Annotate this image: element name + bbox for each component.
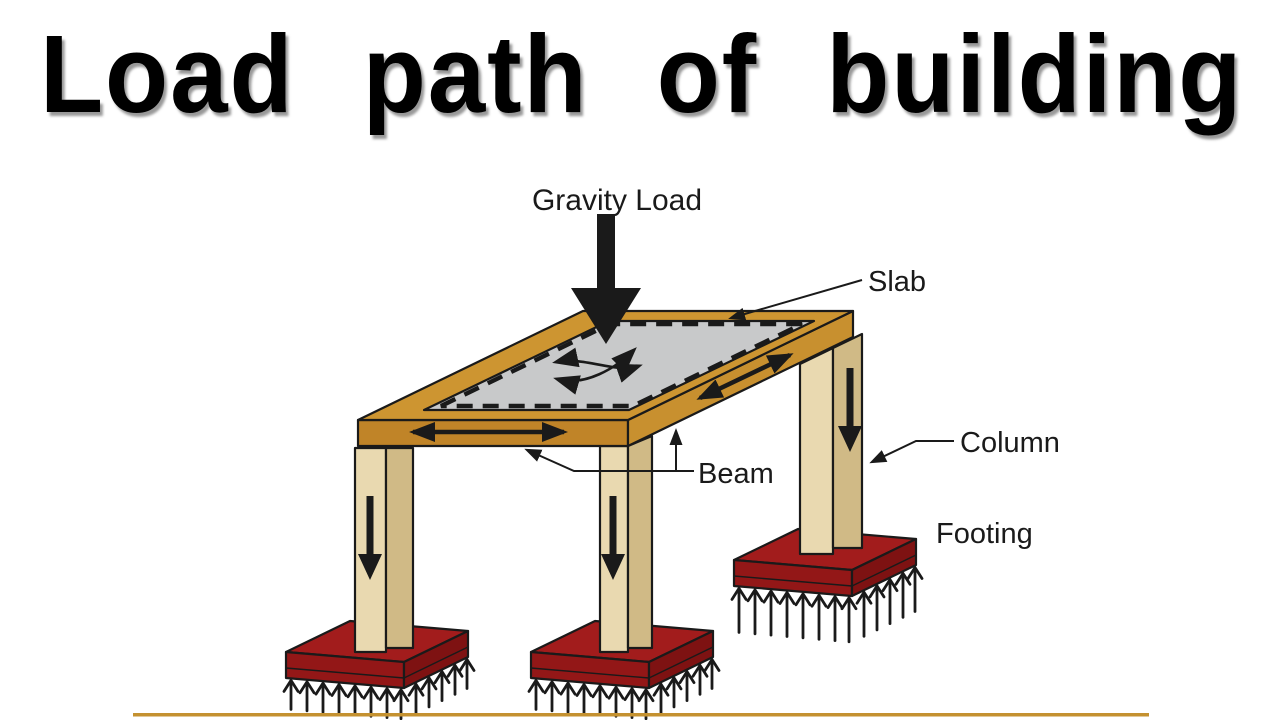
column-side-face — [384, 446, 415, 650]
column-load-arrow-right — [838, 368, 862, 452]
column-load-arrows — [358, 368, 862, 580]
footing-seam — [285, 667, 405, 679]
page-title: Load path of building — [40, 13, 1244, 136]
footing-label: Footing — [936, 518, 1033, 550]
footing-side-face — [647, 629, 715, 690]
slab-label: Slab — [868, 266, 926, 298]
beam-load-arrow-right — [696, 352, 794, 401]
column-side-face — [626, 434, 654, 650]
footing-side-face — [402, 629, 470, 690]
gravity-load-label: Gravity Load — [532, 184, 702, 217]
footing-seam — [648, 646, 714, 679]
footing-seam — [403, 646, 469, 679]
slab-load-arrows — [552, 347, 643, 395]
footing-seam — [733, 575, 853, 587]
footing-seam — [851, 554, 917, 587]
beam-leader-arrow — [524, 448, 694, 472]
column-left — [353, 446, 415, 654]
column-middle — [598, 434, 654, 654]
column-front-face — [798, 346, 835, 556]
bottom-border-line — [133, 713, 1149, 717]
column-leader-arrow — [869, 440, 954, 464]
column-load-arrow-left — [358, 496, 382, 580]
gravity-load-arrow — [571, 214, 641, 344]
footing-side-face — [850, 537, 918, 598]
column-load-arrow-middle — [601, 496, 625, 580]
beam-label: Beam — [698, 458, 774, 490]
footing-seam — [530, 667, 650, 679]
column-label: Column — [960, 427, 1060, 459]
slab-dashed-border — [440, 321, 803, 409]
slab-leader-arrow — [728, 279, 863, 321]
